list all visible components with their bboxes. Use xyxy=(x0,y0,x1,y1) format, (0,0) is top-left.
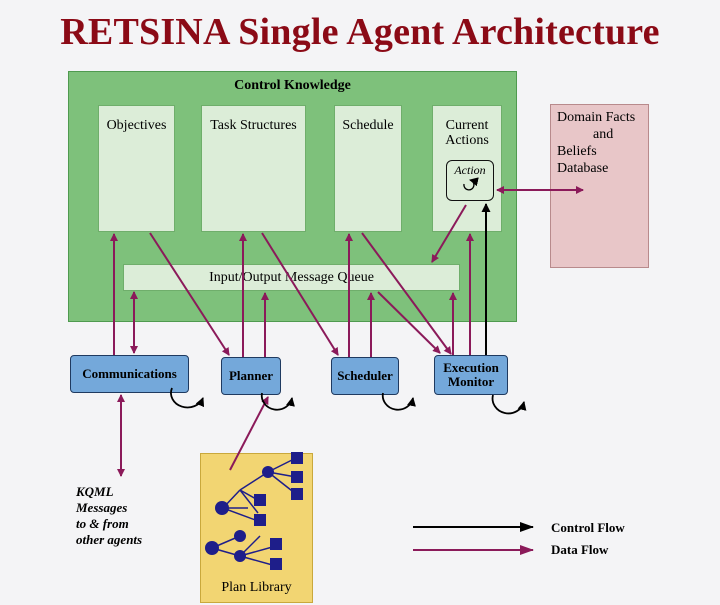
loop-scheduler xyxy=(381,392,416,411)
plan-library-box: Plan Library xyxy=(200,453,313,603)
schedule-box: Schedule xyxy=(334,105,402,232)
database-line-3: Beliefs xyxy=(557,144,597,159)
task-structures-box: Task Structures xyxy=(201,105,306,232)
execution-monitor-module: Execution Monitor xyxy=(434,355,508,395)
execution-monitor-label-2: Monitor xyxy=(447,374,495,389)
arrow-task-structures-to-scheduler xyxy=(261,232,339,356)
planner-module: Planner xyxy=(221,357,281,395)
database-line-2: and xyxy=(593,127,614,142)
loop-planner xyxy=(260,392,295,411)
loop-execution-monitor xyxy=(491,394,527,415)
loop-communications xyxy=(170,387,205,409)
scheduler-label: Scheduler xyxy=(337,368,393,383)
current-actions-label: Current Actions xyxy=(445,118,489,148)
database-line-4: Database xyxy=(557,161,609,176)
kqml-line-1: KQML xyxy=(76,484,114,499)
kqml-line-2: Messages xyxy=(76,500,128,515)
legend-data-flow-label: Data Flow xyxy=(551,542,609,557)
arrow-plan-library-to-planner xyxy=(229,396,269,471)
loop-action xyxy=(463,177,479,191)
action-label: Action xyxy=(454,163,486,177)
diagram-title: RETSINA Single Agent Architecture xyxy=(60,11,660,53)
communications-label: Communications xyxy=(82,366,177,381)
task-structures-label: Task Structures xyxy=(210,118,297,133)
arrow-objectives-to-planner xyxy=(149,232,230,356)
action-box: Action xyxy=(446,160,494,201)
database-line-1: Domain Facts xyxy=(557,110,636,125)
objectives-box: Objectives xyxy=(98,105,175,232)
execution-monitor-label-1: Execution xyxy=(443,360,499,375)
kqml-messages-note: KQML Messages to & from other agents xyxy=(76,484,142,548)
objectives-label: Objectives xyxy=(106,118,167,133)
message-queue-label: Input/Output Message Queue xyxy=(209,270,374,285)
kqml-line-3: to & from xyxy=(76,516,129,531)
arrow-queue-to-exec-monitor xyxy=(377,291,441,354)
kqml-line-4: other agents xyxy=(76,532,143,547)
communications-module: Communications xyxy=(70,355,189,393)
planner-label: Planner xyxy=(228,368,274,383)
schedule-label: Schedule xyxy=(342,118,394,133)
legend-control-flow-label: Control Flow xyxy=(551,520,625,535)
scheduler-module: Scheduler xyxy=(331,357,399,395)
plan-tree-nodes xyxy=(205,452,303,570)
plan-library-label: Plan Library xyxy=(221,580,292,595)
control-knowledge-title: Control Knowledge xyxy=(234,78,351,93)
arrow-current-actions-to-queue xyxy=(431,204,467,263)
arrow-schedule-to-exec-monitor xyxy=(361,232,452,355)
